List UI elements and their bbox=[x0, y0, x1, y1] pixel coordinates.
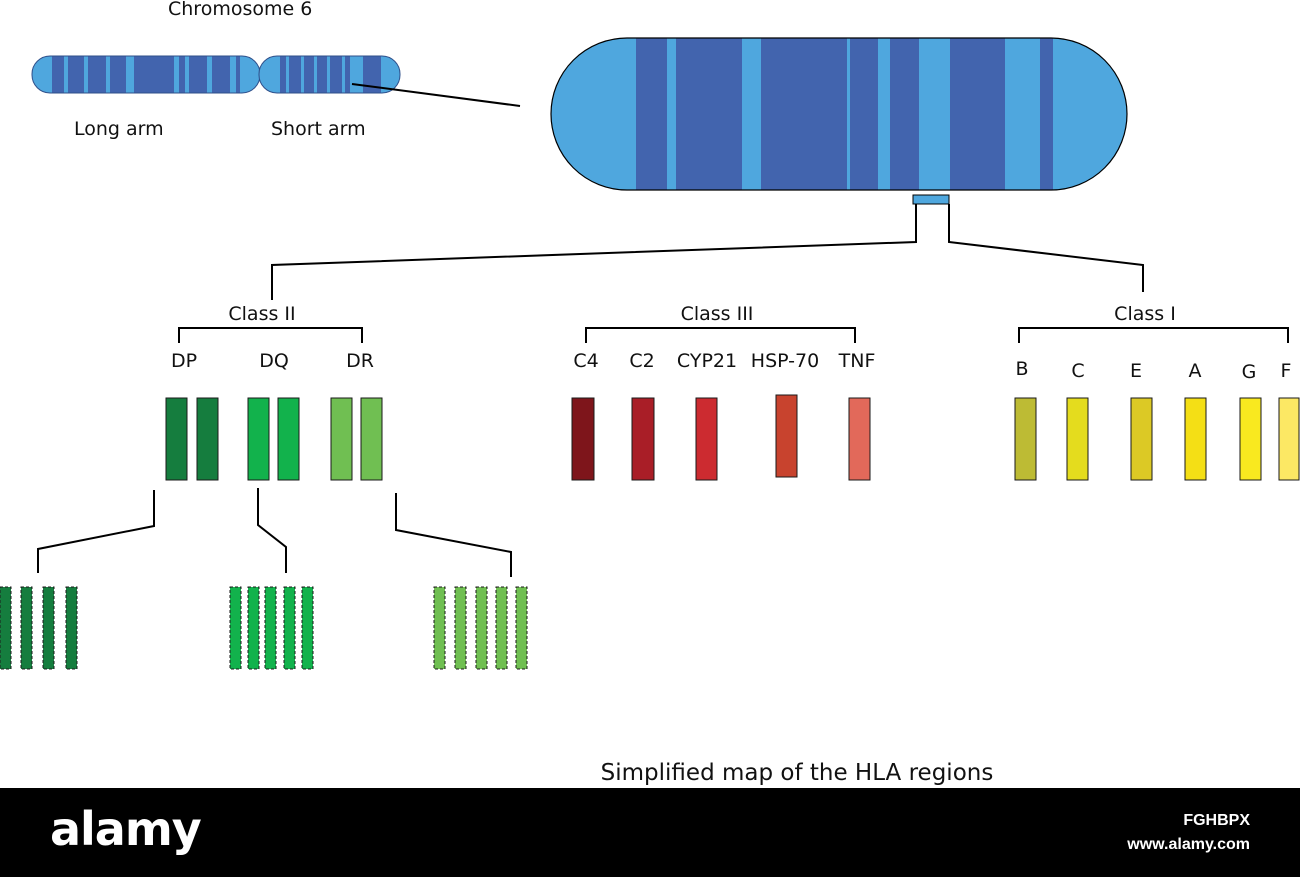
site-url: www.alamy.com bbox=[1127, 836, 1250, 853]
locus-connector-lines bbox=[271, 204, 1144, 300]
dr-allele-bar bbox=[433, 586, 446, 670]
dr-gene-bar bbox=[330, 397, 353, 481]
dr-allele-bars bbox=[433, 586, 528, 670]
g-gene-label: G bbox=[1241, 361, 1257, 383]
dp-allele-bar bbox=[42, 586, 55, 670]
enlarged-chromosome-segment bbox=[550, 37, 1128, 191]
short-arm-chromosome bbox=[258, 55, 401, 94]
dp-allele-bar bbox=[0, 586, 12, 670]
a-gene-bar bbox=[1184, 397, 1207, 481]
class-iii-bracket bbox=[585, 327, 856, 343]
f-gene-label: F bbox=[1280, 360, 1292, 382]
class-i-bracket bbox=[1018, 327, 1289, 343]
class-ii-subconnectors bbox=[37, 488, 512, 577]
dq-allele-bar bbox=[247, 586, 260, 670]
f-gene-bar bbox=[1278, 397, 1300, 481]
cyp21-gene-label: CYP21 bbox=[676, 350, 738, 372]
dr-gene-label: DR bbox=[346, 350, 374, 372]
dq-gene-bar bbox=[277, 397, 300, 481]
tnf-gene-bar bbox=[848, 397, 871, 481]
class-brackets bbox=[178, 327, 1289, 343]
a-gene-label: A bbox=[1188, 360, 1202, 382]
hsp70-gene-bar bbox=[775, 394, 798, 478]
c-gene-label: C bbox=[1071, 360, 1085, 382]
dr-allele-bar bbox=[475, 586, 488, 670]
c-gene-bar bbox=[1066, 397, 1089, 481]
b-gene-label: B bbox=[1015, 358, 1029, 380]
cyp21-gene-bar bbox=[695, 397, 718, 481]
class-i-label: Class I bbox=[1114, 303, 1176, 325]
class-iii-label: Class III bbox=[680, 303, 754, 325]
tnf-gene-label: TNF bbox=[838, 350, 876, 372]
e-gene-bar bbox=[1130, 397, 1153, 481]
c2-gene-bar bbox=[631, 397, 655, 481]
c2-gene-label: C2 bbox=[629, 350, 655, 372]
dp-allele-bar bbox=[65, 586, 78, 670]
dq-allele-bar bbox=[264, 586, 277, 670]
dr-allele-bar bbox=[495, 586, 508, 670]
short-arm-label: Short arm bbox=[271, 118, 366, 140]
e-gene-label: E bbox=[1129, 360, 1143, 382]
hsp70-gene-label: HSP-70 bbox=[750, 350, 820, 372]
dq-gene-bar bbox=[247, 397, 270, 481]
long-arm-label: Long arm bbox=[74, 118, 164, 140]
dr-gene-bar bbox=[360, 397, 383, 481]
dp-gene-label: DP bbox=[170, 350, 198, 372]
class-ii-gene-bars bbox=[165, 397, 383, 481]
dr-allele-bar bbox=[454, 586, 467, 670]
dr-allele-bar bbox=[515, 586, 528, 670]
dq-allele-bar bbox=[283, 586, 296, 670]
dp-gene-bar bbox=[196, 397, 219, 481]
dq-allele-bars bbox=[229, 586, 314, 670]
class-ii-label: Class II bbox=[228, 303, 296, 325]
class-iii-gene-bars bbox=[571, 394, 871, 481]
long-arm-chromosome bbox=[31, 55, 261, 94]
chromosome-title: Chromosome 6 bbox=[168, 0, 313, 20]
c4-gene-label: C4 bbox=[573, 350, 599, 372]
class-ii-bracket bbox=[178, 327, 363, 343]
zoom-connector bbox=[351, 83, 521, 107]
dp-allele-bars bbox=[0, 586, 78, 670]
dp-gene-bar bbox=[165, 397, 188, 481]
diagram-caption: Simplified map of the HLA regions bbox=[600, 760, 994, 786]
dp-allele-bar bbox=[20, 586, 33, 670]
class-i-gene-bars bbox=[1014, 397, 1300, 481]
watermark-footer: alamy FGHBPX www.alamy.com bbox=[0, 788, 1300, 877]
g-gene-bar bbox=[1239, 397, 1262, 481]
alamy-logo: alamy bbox=[50, 802, 202, 856]
dq-allele-bar bbox=[301, 586, 314, 670]
hla-locus-marker bbox=[912, 194, 950, 205]
c4-gene-bar bbox=[571, 397, 595, 481]
dq-allele-bar bbox=[229, 586, 242, 670]
dq-gene-label: DQ bbox=[259, 350, 289, 372]
image-id: FGHBPX bbox=[1183, 812, 1250, 829]
b-gene-bar bbox=[1014, 397, 1037, 481]
